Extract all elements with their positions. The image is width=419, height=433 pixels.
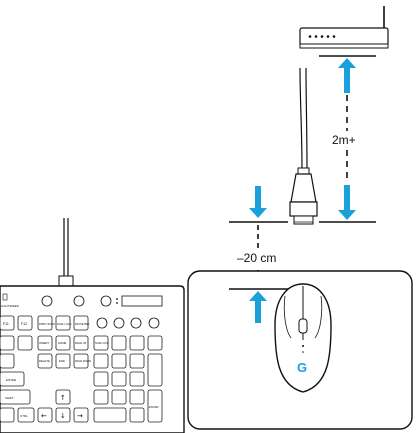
key-end: END	[59, 359, 65, 363]
media-button-2	[73, 295, 85, 307]
key-enter-numpad: ENTER	[149, 405, 158, 409]
key-insert: INSERT	[39, 341, 49, 345]
key-delete: DELETE	[39, 359, 50, 363]
distance-label-bg	[330, 131, 364, 148]
key-enter-main: ENTER	[6, 378, 17, 382]
arrow-right-key-icon: →	[77, 412, 83, 420]
arrow-up-key-icon: ↑	[60, 394, 66, 402]
key-num-lock: NUM LOCK	[95, 341, 109, 345]
key-shift: SHIFT	[5, 396, 14, 400]
keyboard-display	[121, 295, 163, 307]
arrow-down-key-icon: ↓	[60, 412, 66, 420]
key-print-scrn: PRINT SCRN	[39, 322, 55, 326]
mouse-logo-icon: G	[297, 360, 307, 375]
media-button-3	[100, 295, 112, 307]
up-arrow-router	[338, 58, 356, 93]
key-page-down: PAGE DOWN	[75, 359, 91, 363]
key-f12: F12	[21, 322, 27, 326]
key-home: HOME	[58, 341, 67, 345]
mousepad-label-bg	[236, 250, 284, 266]
key-scrl-lock: SCRL LOCK	[57, 322, 72, 326]
up-arrow-mousepad	[249, 291, 267, 323]
key-f11: F11	[3, 322, 9, 326]
key-page-up: PAGE UP	[75, 341, 87, 345]
router	[299, 6, 389, 49]
router-base	[299, 43, 389, 49]
distance-label-router: 2m+	[332, 133, 356, 147]
keyboard-cable	[58, 218, 74, 287]
keyboard: LIGHTSPEED F11 F12 PRINT SCRN SCRL LOCK …	[0, 285, 185, 433]
down-arrow-receiver-right	[338, 185, 356, 220]
usb-receiver-cable	[289, 67, 318, 225]
router-leds	[308, 35, 336, 38]
down-arrow-receiver-left	[249, 186, 267, 218]
key-ctrl: CTRL	[20, 414, 28, 418]
distance-label-mousepad: –20 cm	[237, 251, 276, 265]
media-button-1	[41, 295, 53, 307]
arrow-left-key-icon: ←	[41, 412, 47, 420]
key-pause-brk: PAUSE BRK	[75, 322, 90, 326]
router-body	[299, 27, 389, 46]
mouse: G	[274, 283, 332, 393]
keyboard-top-label: LIGHTSPEED	[1, 304, 19, 308]
